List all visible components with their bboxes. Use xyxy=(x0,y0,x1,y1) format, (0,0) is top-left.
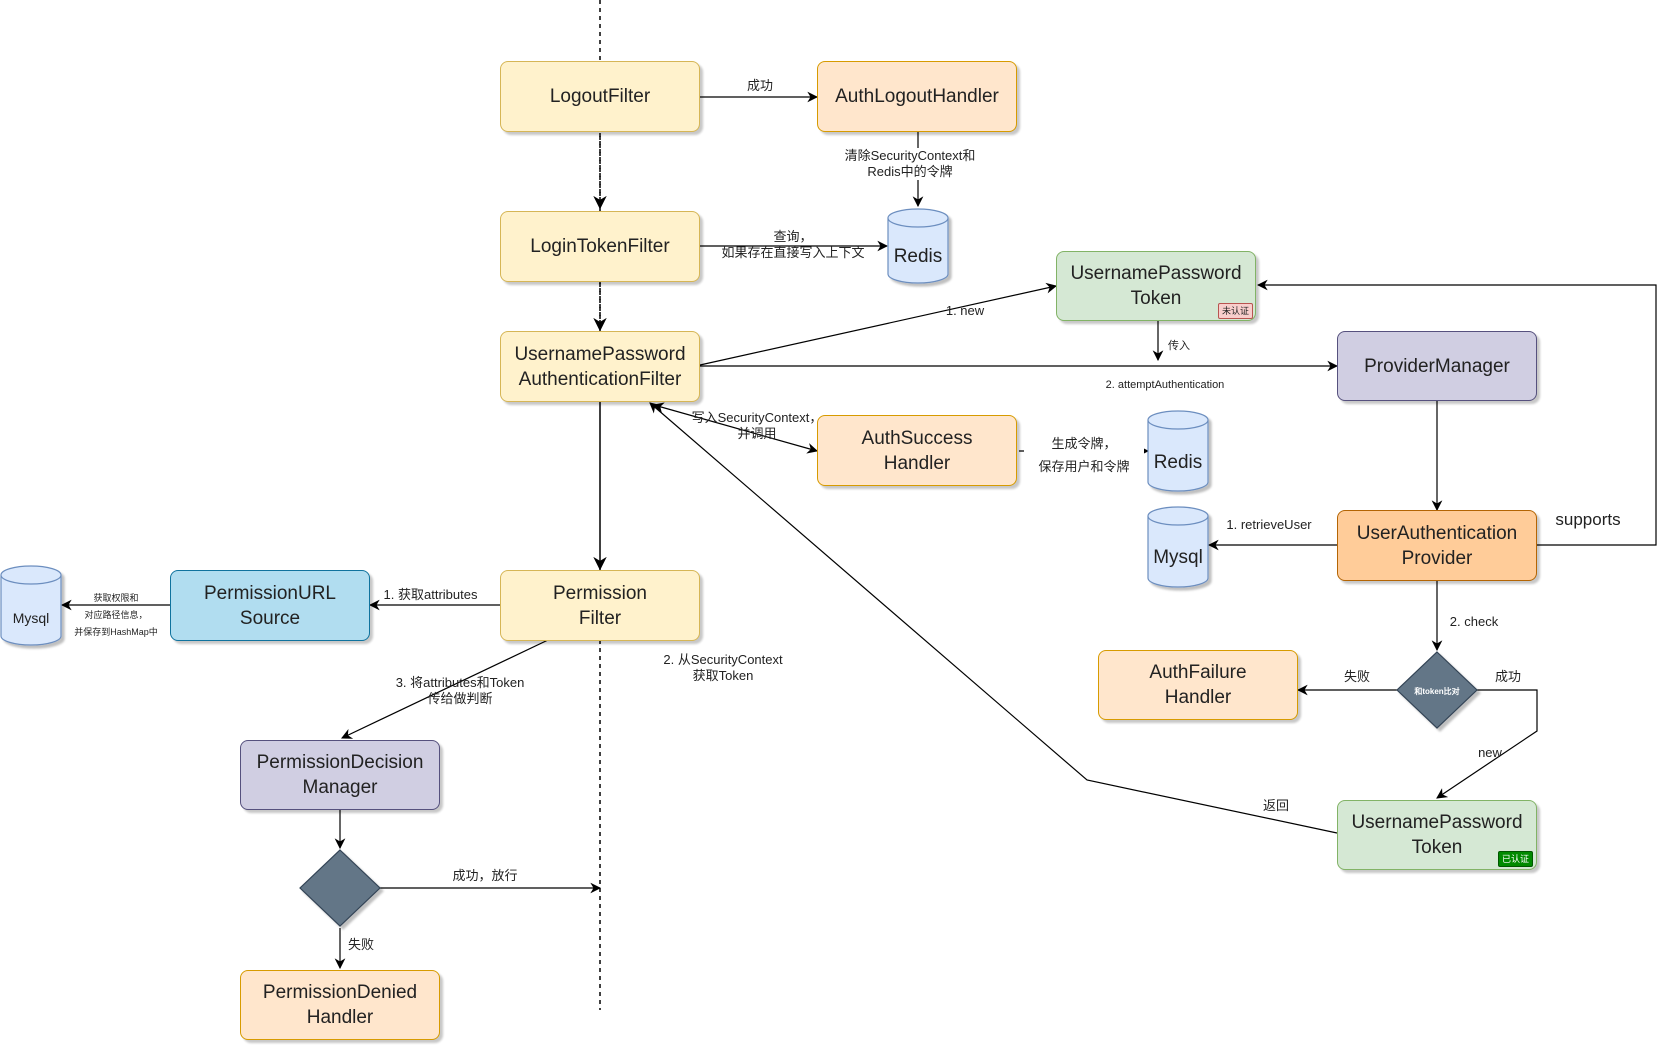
provider-manager-node: ProviderManager xyxy=(1337,331,1537,401)
logout-filter-node: LogoutFilter xyxy=(500,61,700,132)
permission-url-source-node: PermissionURL Source xyxy=(170,570,370,641)
label-supports: supports xyxy=(1555,510,1621,529)
redis-top-label: Redis xyxy=(893,246,943,267)
username-password-auth-filter-node: UsernamePassword AuthenticationFilter xyxy=(500,331,700,402)
permission-filter-node: Permission Filter xyxy=(500,570,700,641)
auth-success-handler-node: AuthSuccess Handler xyxy=(817,415,1017,486)
label-query-context: 查询， 如果存在直接写入上下文 xyxy=(721,229,865,260)
label-success-pass: 成功，放行 xyxy=(452,868,518,883)
edge-return xyxy=(649,402,1338,834)
label-check: 2. check xyxy=(1449,614,1499,629)
permission-decision-manager-node: PermissionDecision Manager xyxy=(240,740,440,810)
edge-write-context xyxy=(652,402,819,454)
login-token-filter-node: LoginTokenFilter xyxy=(500,211,700,282)
label-gen-token: 生成令牌， 保存用户和令牌 xyxy=(1024,432,1144,478)
label-return: 返回 xyxy=(1262,798,1289,813)
mysql-left-label: Mysql xyxy=(12,610,50,626)
auth-failure-handler-node: AuthFailure Handler xyxy=(1098,650,1298,720)
unauthenticated-badge: 未认证 xyxy=(1218,303,1254,319)
label-pass-attributes: 3. 将attributes和Token 传给做判断 xyxy=(395,675,525,706)
edge-new-token xyxy=(699,282,1058,366)
mysql-left-cylinder xyxy=(0,565,62,646)
redis-mid-label: Redis xyxy=(1153,452,1203,473)
edge-success-new xyxy=(1436,689,1538,799)
permission-denied-handler-node: PermissionDenied Handler xyxy=(240,970,440,1040)
edge-supports xyxy=(1256,279,1657,546)
label-new-right: new xyxy=(1478,745,1502,760)
mysql-right-label: Mysql xyxy=(1153,547,1203,568)
label-retrieve-user: 1. retrieveUser xyxy=(1226,517,1312,532)
label-write-context: 写入SecurityContext， 并调用 xyxy=(691,410,823,441)
token-compare-diamond xyxy=(1396,651,1478,729)
label-new-token: 1. new xyxy=(945,303,985,318)
label-pass-in: 传入 xyxy=(1168,340,1190,352)
redis-top-cylinder xyxy=(887,208,949,284)
label-success-right: 成功 xyxy=(1494,669,1521,684)
label-fetch-permissions: 获取权限和 对应路径信息， 并保存到HashMap中 xyxy=(74,593,158,637)
edge-pass-attributes xyxy=(341,639,549,739)
label-get-attributes: 1. 获取attributes xyxy=(383,587,478,602)
username-password-token-auth-node: UsernamePassword Token xyxy=(1337,800,1537,870)
mysql-right-cylinder xyxy=(1147,506,1209,588)
label-logout-success: 成功 xyxy=(746,78,773,93)
user-auth-provider-node: UserAuthentication Provider xyxy=(1337,510,1537,581)
label-clear-context: 清除SecurityContext和 Redis中的令牌 xyxy=(830,148,990,180)
label-get-token: 2. 从SecurityContext 获取Token xyxy=(663,652,783,683)
auth-logout-handler-node: AuthLogoutHandler xyxy=(817,61,1017,132)
label-attempt-auth: 2. attemptAuthentication xyxy=(1105,379,1225,391)
label-fail-left: 失败 xyxy=(347,937,374,952)
permission-decision-diamond xyxy=(299,849,381,927)
label-fail-right: 失败 xyxy=(1343,669,1370,684)
redis-mid-cylinder xyxy=(1147,410,1209,492)
token-compare-diamond-label: 和token比对 xyxy=(1414,687,1460,696)
authenticated-badge: 已认证 xyxy=(1498,851,1534,867)
